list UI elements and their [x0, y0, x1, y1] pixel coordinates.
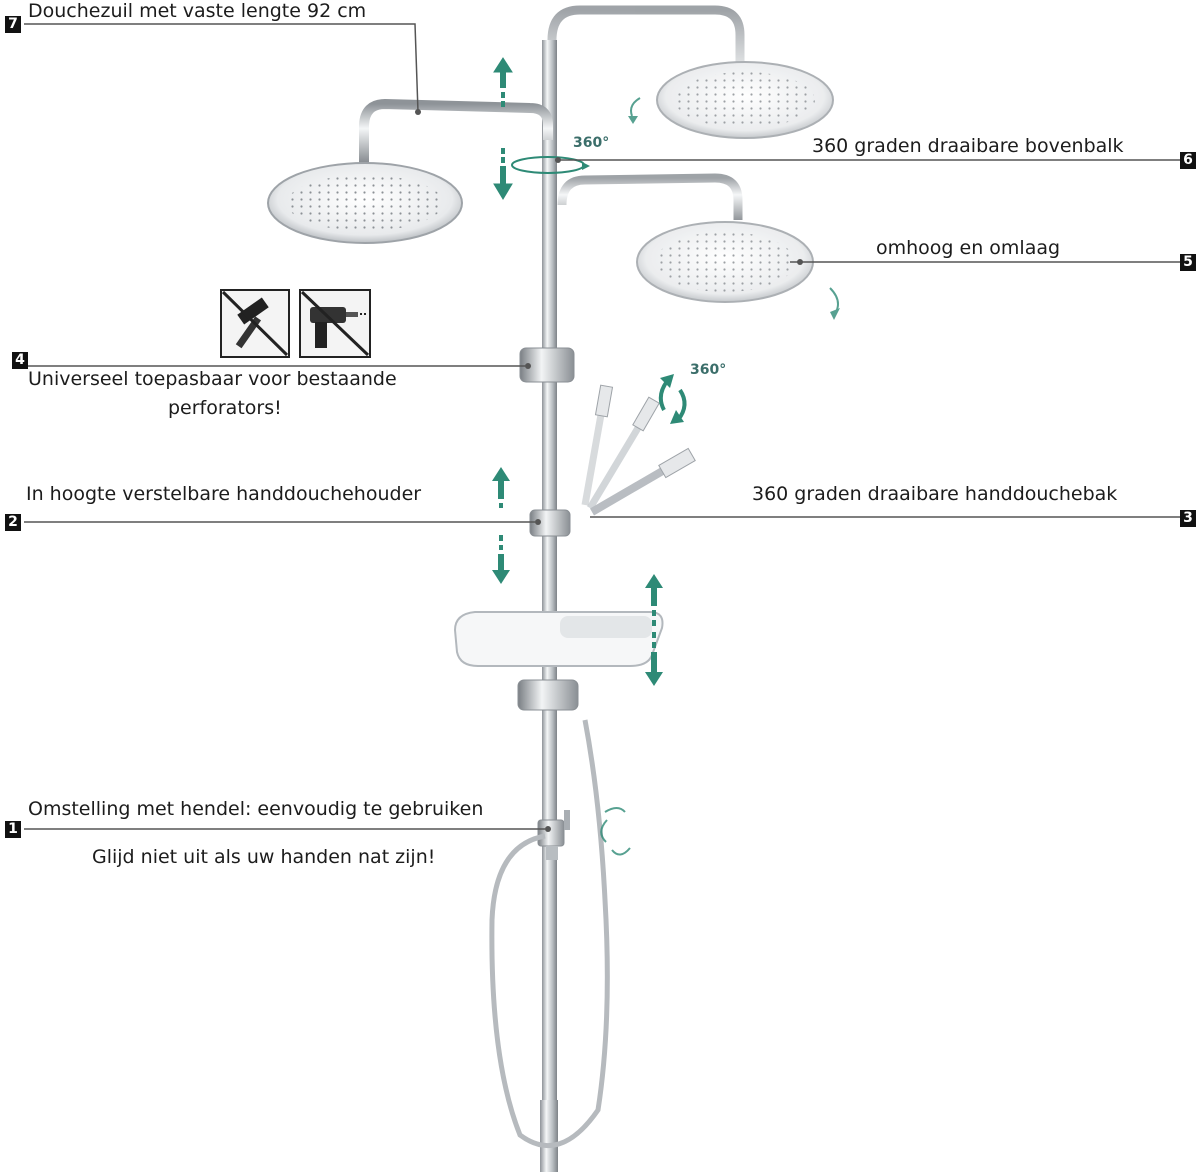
label-universal-line2: perforators!: [168, 397, 282, 419]
badge-7: 7: [5, 16, 21, 33]
leader-lines: [24, 23, 1180, 830]
upper-right-arm: [547, 5, 834, 190]
label-rotating-handset: 360 graden draaibare handdouchebak: [752, 483, 1118, 505]
label-lever-switch: Omstelling met hendel: eenvoudig te gebr…: [28, 798, 484, 820]
badge-2: 2: [5, 514, 21, 531]
wall-clamp-lower: [517, 679, 579, 711]
base-pipe: [540, 1100, 558, 1172]
arrow-top-down: [493, 148, 513, 200]
badge-1: 1: [5, 821, 21, 838]
badge-3: 3: [1180, 510, 1196, 527]
no-hammer-icon: [220, 289, 290, 358]
arrow-holder-up: [492, 467, 510, 508]
label-height-holder: In hoogte verstelbare handdouchehouder: [26, 483, 422, 505]
diverter-valve: [537, 810, 570, 860]
middle-right-arm: [557, 173, 814, 303]
pointer-dot-7: [415, 109, 421, 115]
wall-clamp-upper: [519, 347, 575, 383]
arrow-shelf-up: [645, 574, 663, 626]
pointer-dot-2: [535, 519, 541, 525]
no-drill-icon: [299, 289, 371, 358]
label-rotating-top-bar: 360 graden draaibare bovenbalk: [812, 135, 1124, 157]
arrow-shelf-down: [645, 632, 663, 686]
rotation-arrows-handset: [658, 374, 687, 424]
soap-shelf: [453, 611, 664, 667]
head-tilt-arrows: [628, 97, 840, 320]
badge-5: 5: [1180, 254, 1196, 271]
label-fixed-length: Douchezuil met vaste lengte 92 cm: [28, 0, 367, 22]
diverter-turn-arrows: [600, 807, 631, 856]
upper-left-arm: [267, 98, 553, 244]
arrow-holder-down: [492, 535, 510, 584]
hand-shower-holder: [529, 509, 571, 537]
pointer-dot-5: [797, 259, 803, 265]
label-no-slip: Glijd niet uit als uw handen nat zijn!: [92, 846, 436, 868]
shower-hose: [489, 719, 610, 1149]
rotation-arrows-arm: [511, 156, 590, 174]
badge-4: 4: [12, 352, 28, 369]
pointer-dot-6: [555, 157, 561, 163]
label-up-down: omhoog en omlaag: [876, 237, 1061, 259]
pointer-dot-1: [545, 826, 551, 832]
rotation-label-handset: 360°: [690, 362, 727, 378]
badge-6: 6: [1180, 152, 1196, 169]
pointer-dot-4: [525, 363, 531, 369]
arrow-top-up: [493, 57, 513, 107]
rotation-label-arm: 360°: [573, 135, 610, 151]
hand-shower-handsets: [581, 384, 696, 516]
main-column-pipe: [542, 40, 557, 1165]
label-universal-line1: Universeel toepasbaar voor bestaande: [28, 368, 397, 390]
